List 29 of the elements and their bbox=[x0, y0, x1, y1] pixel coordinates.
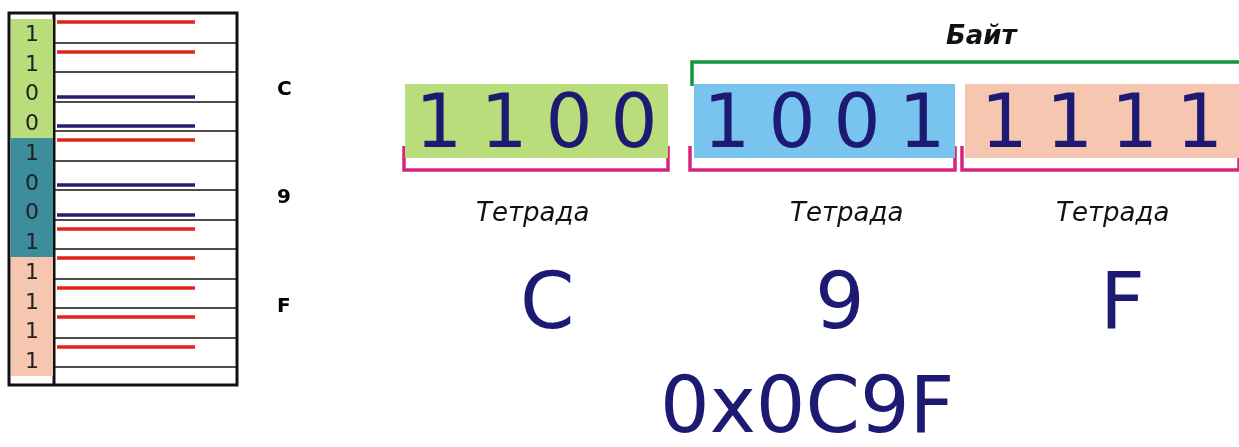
bit-digit: 1 bbox=[24, 290, 40, 313]
hex-digit: 9 bbox=[815, 262, 865, 340]
hex-digit: F bbox=[1100, 262, 1145, 340]
bit-digit: 0 bbox=[24, 171, 40, 194]
bit-digit: 1 bbox=[24, 23, 40, 45]
tetrad-block: 1100 bbox=[405, 84, 668, 158]
bit-digit: 0 bbox=[24, 82, 40, 105]
tetrad-block bbox=[11, 257, 53, 376]
hex-number: 0x0C9F bbox=[660, 366, 955, 444]
bit-digit: 1 bbox=[24, 320, 40, 343]
tetrad-block bbox=[11, 19, 53, 138]
bit-digit: 0 bbox=[24, 112, 40, 135]
bit-digit: 1 bbox=[24, 261, 40, 283]
hex-digit: C bbox=[277, 78, 292, 98]
tetrad-block bbox=[11, 138, 53, 257]
tetrad-block: 1111 bbox=[965, 84, 1239, 158]
bit-digit: 1 bbox=[24, 231, 40, 254]
tetrad-label: Тетрада bbox=[1056, 199, 1170, 225]
hex-digit: 9 bbox=[277, 186, 291, 206]
hex-digit: C bbox=[520, 262, 575, 340]
tetrad-label: Тетрада bbox=[476, 199, 590, 225]
bit-digit: 1 bbox=[24, 142, 40, 164]
bit-digit: 1 bbox=[24, 350, 40, 373]
hex-digit: F bbox=[277, 295, 291, 315]
byte-label: Байт bbox=[946, 22, 1017, 48]
tetrad-label: Тетрада bbox=[790, 199, 904, 225]
tetrad-block: 1001 bbox=[694, 84, 955, 158]
bit-digit: 1 bbox=[24, 52, 40, 75]
bit-digit: 0 bbox=[24, 201, 40, 224]
